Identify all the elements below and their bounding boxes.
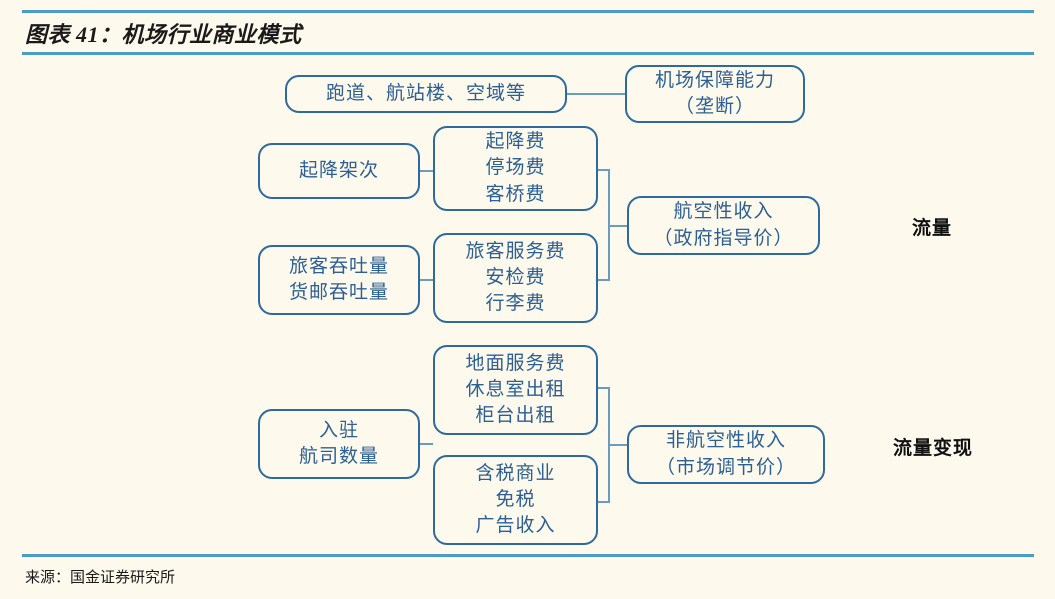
- connector-movements-to-aircraft-fees: [420, 170, 433, 172]
- node-infrastructure: 跑道、航站楼、空域等: [285, 75, 567, 113]
- node-non-aeronautical-revenue-line-2: （市场调节价）: [655, 456, 796, 478]
- node-guarantee-capability-line-1: 机场保障能力: [654, 69, 775, 91]
- source-note: 来源：国金证券研究所: [25, 570, 176, 586]
- side-label-traffic: 流量: [912, 218, 953, 239]
- node-throughput-line-1: 旅客吞吐量: [288, 255, 389, 277]
- node-resident-airlines-line-1: 入驻: [318, 419, 359, 441]
- node-passenger-cargo-throughput: 旅客吞吐量 货邮吞吐量: [258, 245, 420, 315]
- connector-airlines-to-services: [420, 443, 433, 445]
- node-aeronautical-revenue-line-1: 航空性收入: [673, 201, 774, 223]
- connector-non-aero-services-stub: [598, 387, 610, 389]
- node-non-aeronautical-revenue-line-1: 非航空性收入: [665, 430, 786, 452]
- node-non-aero-services: 地面服务费 休息室出租 柜台出租: [433, 345, 598, 435]
- node-fees-passenger-line-1: 旅客服务费: [465, 240, 566, 262]
- connector-infra-to-capability: [567, 93, 625, 95]
- connector-non-aero-bracket-to-revenue: [608, 444, 627, 446]
- node-guarantee-capability-line-2: （垄断）: [674, 96, 755, 117]
- node-aeronautical-fees-passenger: 旅客服务费 安检费 行李费: [433, 233, 598, 323]
- node-non-aero-commercial-line-1: 含税商业: [475, 462, 556, 484]
- side-label-traffic-monetization: 流量变现: [893, 438, 974, 459]
- connector-aero-bracket-vertical: [608, 169, 610, 280]
- page-title: 图表 41：机场行业商业模式: [25, 22, 302, 47]
- node-takeoff-landing-movements: 起降架次: [258, 143, 420, 199]
- node-non-aero-commercial: 含税商业 免税 广告收入: [433, 455, 598, 545]
- node-non-aero-services-line-3: 柜台出租: [475, 405, 556, 427]
- node-fees-passenger-line-2: 安检费: [485, 266, 546, 288]
- node-throughput-line-2: 货邮吞吐量: [288, 282, 389, 303]
- connector-non-aero-commercial-stub: [598, 501, 610, 503]
- connector-passenger-fees-stub: [598, 279, 610, 281]
- node-non-aero-commercial-line-3: 广告收入: [475, 515, 556, 537]
- node-aeronautical-fees-aircraft: 起降费 停场费 客桥费: [433, 126, 598, 211]
- connector-aero-bracket-to-revenue: [608, 225, 627, 227]
- node-fees-aircraft-line-2: 停场费: [485, 157, 546, 179]
- node-aeronautical-revenue: 航空性收入 （政府指导价）: [627, 196, 820, 255]
- connector-aircraft-fees-stub: [598, 169, 610, 171]
- node-fees-aircraft-line-1: 起降费: [485, 131, 546, 153]
- node-infrastructure-line-1: 跑道、航站楼、空域等: [325, 82, 526, 104]
- node-non-aero-services-line-1: 地面服务费: [465, 352, 566, 374]
- source-rule: [22, 554, 1034, 557]
- node-movements-line-1: 起降架次: [298, 159, 379, 181]
- node-fees-passenger-line-3: 行李费: [485, 293, 546, 315]
- node-fees-aircraft-line-3: 客桥费: [485, 183, 546, 205]
- title-rule-bottom: [22, 52, 1034, 55]
- title-rule-top: [22, 10, 1034, 13]
- node-resident-airlines-count: 入驻 航司数量: [258, 409, 420, 479]
- node-non-aeronautical-revenue: 非航空性收入 （市场调节价）: [627, 425, 825, 484]
- node-resident-airlines-line-2: 航司数量: [298, 446, 379, 467]
- node-non-aero-commercial-line-2: 免税: [495, 488, 536, 510]
- node-guarantee-capability: 机场保障能力 （垄断）: [625, 65, 805, 123]
- node-non-aero-services-line-2: 休息室出租: [465, 378, 566, 400]
- node-aeronautical-revenue-line-2: （政府指导价）: [653, 227, 794, 249]
- connector-throughput-to-passenger-fees: [420, 279, 433, 281]
- business-model-diagram: 跑道、航站楼、空域等 机场保障能力 （垄断） 起降架次 起降费 停场费 客桥费 …: [0, 55, 1055, 554]
